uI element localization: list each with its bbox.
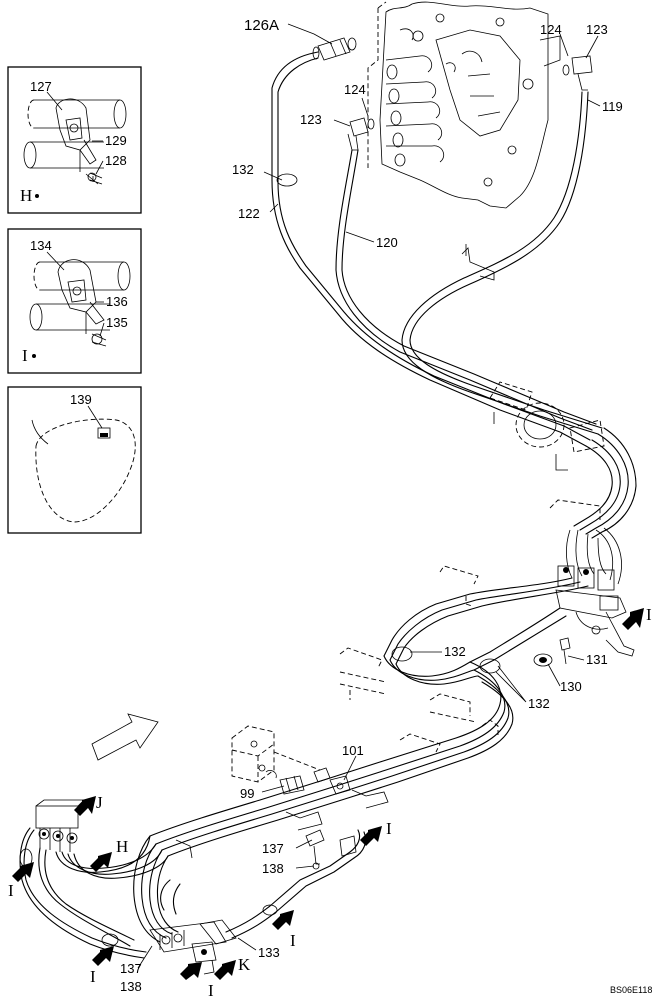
inset-i-label-0: 134 — [30, 238, 52, 253]
clamp-132-mid — [391, 646, 413, 662]
inset-view-h: 127 129 128 H — [7, 66, 142, 214]
hose-122 — [271, 51, 591, 447]
inset-i-frame — [7, 228, 142, 374]
marker-i-left-bot: I — [90, 967, 96, 986]
marker-i-right: I — [646, 605, 652, 624]
view-arrow-j — [74, 796, 96, 816]
label-123-top: 123 — [586, 22, 608, 37]
grommet-plate — [489, 381, 605, 471]
label-131: 131 — [586, 652, 608, 667]
inset-i-caption: I — [22, 346, 28, 365]
inset-i-marker-dot — [32, 354, 36, 358]
label-138-upper: 138 — [262, 861, 284, 876]
view-arrow-k — [214, 960, 236, 980]
view-arrow-i-mid — [360, 826, 382, 846]
marker-i-bottom: I — [208, 981, 214, 1000]
label-137-upper: 137 — [262, 841, 284, 856]
lower-left-assembly — [19, 799, 169, 959]
hose-133 — [225, 829, 367, 939]
label-124-top: 124 — [540, 22, 562, 37]
inset-view-i: 134 136 135 I — [7, 228, 142, 374]
inset-view-grip: 139 — [7, 386, 142, 534]
fitting-126a — [312, 37, 357, 61]
inset-grip-frame — [7, 386, 142, 534]
inset-h-label-2: 128 — [105, 153, 127, 168]
dashed-block-99 — [231, 725, 331, 783]
hose-bundle-right — [573, 427, 637, 539]
hose-120 — [335, 149, 597, 431]
view-arrow-i-lower — [272, 910, 294, 930]
hose-bundle-lower — [149, 661, 514, 857]
clamp-130 — [533, 653, 553, 667]
label-123-mid: 123 — [300, 112, 322, 127]
bolt-131 — [559, 637, 571, 665]
inset-h-frame — [7, 66, 142, 214]
marker-i-lower: I — [290, 931, 296, 950]
direction-arrow — [91, 713, 159, 761]
label-132-a: 132 — [232, 162, 254, 177]
view-arrow-i-right — [622, 608, 644, 630]
label-130: 130 — [560, 679, 582, 694]
bracket-101 — [329, 775, 351, 795]
inset-h-label-0: 127 — [30, 79, 52, 94]
clamp-132-top — [276, 173, 298, 187]
lower-valve-block — [133, 835, 237, 975]
inset-h-label-1: 129 — [105, 133, 127, 148]
view-arrow-h — [90, 852, 112, 872]
bracket-upper — [461, 244, 495, 281]
inset-h-caption: H — [20, 186, 32, 205]
clamp-132-lower — [479, 658, 501, 674]
hose-bundle-middle — [383, 577, 589, 685]
fitting-123-top — [562, 55, 593, 91]
label-101: 101 — [342, 743, 364, 758]
marker-j: J — [96, 793, 103, 812]
label-124-mid: 124 — [344, 82, 366, 97]
view-arrow-i-left-bot — [92, 946, 114, 966]
inset-h-marker-dot — [35, 194, 39, 198]
junction-block — [549, 499, 635, 657]
label-133: 133 — [258, 945, 280, 960]
leader-lines — [137, 23, 601, 969]
label-132-c: 132 — [528, 696, 550, 711]
hose-119 — [401, 91, 603, 435]
label-137-lower: 137 — [120, 961, 142, 976]
inset-i-label-1: 136 — [106, 294, 128, 309]
marker-i-mid: I — [386, 819, 392, 838]
label-119: 119 — [602, 99, 623, 114]
label-132-b: 132 — [444, 644, 466, 659]
drawing-code: BS06E118 — [610, 985, 652, 995]
switch-139-button — [100, 433, 108, 437]
view-arrow-i-left-top — [12, 862, 34, 882]
marker-i-left-top: I — [8, 881, 14, 900]
view-arrow-i-bottom — [180, 962, 202, 980]
label-126a: 126A — [244, 17, 279, 34]
fitting-99 — [279, 775, 305, 795]
clamp-assembly-h — [23, 98, 127, 185]
fitting-123-mid — [347, 117, 375, 151]
marker-k: K — [238, 955, 251, 974]
marker-h: H — [116, 837, 128, 856]
control-valve-block — [367, 1, 561, 209]
inset-grip-label-0: 139 — [70, 392, 92, 407]
inset-i-label-2: 135 — [106, 315, 128, 330]
label-122: 122 — [238, 206, 260, 221]
label-138-lower: 138 — [120, 979, 142, 994]
label-120: 120 — [376, 235, 398, 250]
switch-139 — [97, 427, 111, 439]
fitting-137-138-upper — [305, 829, 357, 870]
label-99: 99 — [240, 786, 254, 801]
joystick-grip-outline — [35, 418, 136, 523]
frame-dashed-members — [339, 565, 499, 753]
clamp-assembly-i — [29, 259, 131, 347]
bracket-mid-lower — [175, 789, 389, 859]
